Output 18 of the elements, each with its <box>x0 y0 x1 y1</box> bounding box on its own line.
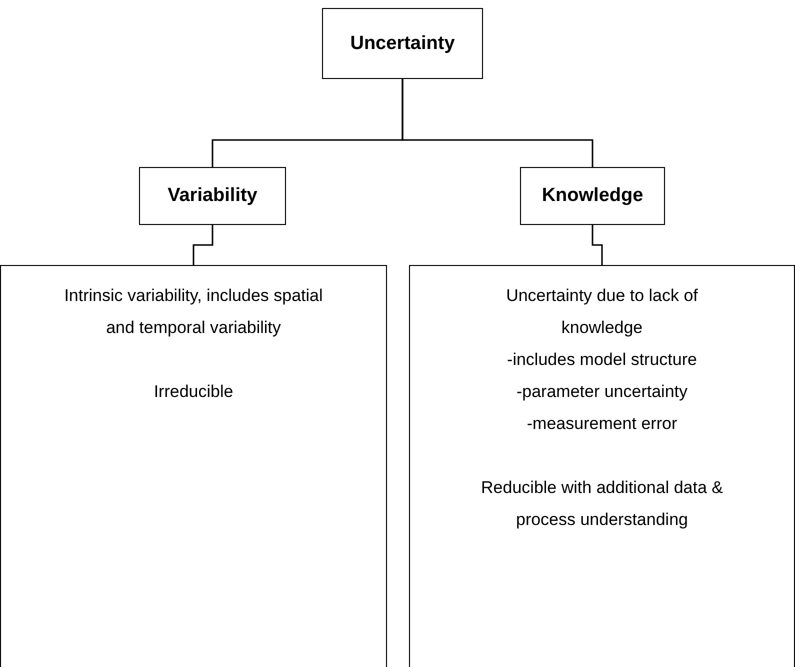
connector-line <box>592 225 603 265</box>
description-text: Reducible with additional data & process understanding <box>480 477 724 531</box>
description-box <box>0 265 387 667</box>
description-box <box>409 265 795 667</box>
description-text: -measurement error <box>526 413 678 435</box>
box-title: Uncertainty <box>350 32 455 54</box>
description-text: -parameter uncertainty <box>516 381 688 403</box>
box-title: Knowledge <box>542 185 644 207</box>
description-text: Uncertainty due to lack of knowledge <box>505 285 699 339</box>
connector-line <box>192 225 214 265</box>
category-box <box>139 167 286 225</box>
description-text: Irreducible <box>154 381 234 403</box>
description-text: Intrinsic variability, includes spatial and temporal variability <box>63 285 324 339</box>
category-box <box>520 167 665 225</box>
description-text: -includes model structure <box>507 349 697 371</box>
box-title: Variability <box>168 185 258 207</box>
connector-line <box>402 79 594 167</box>
category-box <box>322 8 483 79</box>
